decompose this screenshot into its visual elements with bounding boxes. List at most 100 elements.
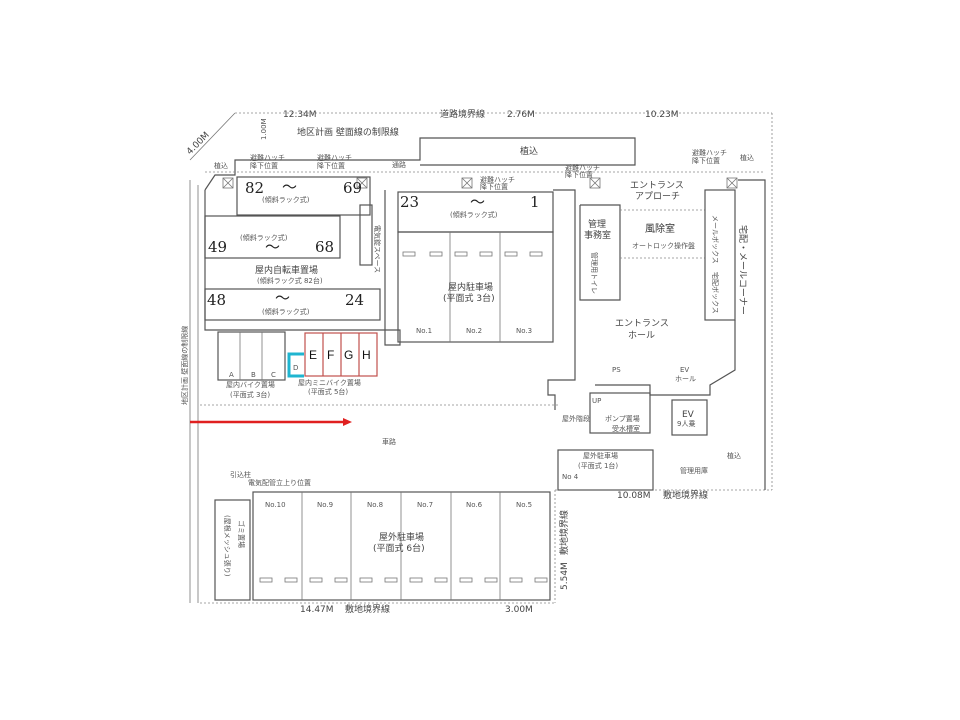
mini-parking-sub: (平面式 5台) — [308, 387, 348, 396]
mini-slot-label: F — [327, 348, 334, 362]
wheel-stops — [259, 251, 548, 583]
passage-label: 通路 — [392, 160, 406, 169]
parking-space-no4: No 4 — [562, 473, 579, 481]
dim-3-00: 3.00M — [505, 605, 533, 615]
dim-4-00: 4.00M — [185, 130, 212, 157]
parking-space-label: No.8 — [367, 501, 383, 509]
dim-5-54: 5.54M — [560, 562, 570, 590]
stairs-up-label: UP — [592, 397, 601, 405]
hatch-label: 避難ハッチ — [692, 148, 727, 157]
mini-slot-d: D — [293, 364, 298, 372]
hall-label: エントランス — [615, 318, 669, 329]
ev-label: EV — [682, 410, 695, 420]
office-label: 管理 — [588, 218, 606, 230]
road-boundary-label: 道路境界線 — [440, 108, 485, 120]
parking-space-label: No.3 — [516, 327, 532, 335]
hatch-label: 避難ハッチ — [317, 153, 352, 162]
hatch-label-2: 降下位置 — [250, 161, 278, 170]
slot-d-bracket — [287, 352, 304, 378]
parking-space-label: No.9 — [317, 501, 333, 509]
pole-label: 引込柱 — [230, 470, 251, 479]
ev-hall-label-2: ホール — [675, 375, 696, 383]
right-site-boundary: 敷地境界線 — [663, 489, 708, 501]
dim-14-47: 14.47M — [300, 605, 334, 615]
indoor-parking-title: 屋内駐車場 — [448, 281, 493, 293]
arrow-head-icon — [343, 418, 352, 426]
rack-number: 49 — [208, 238, 227, 256]
rack-number: 1 — [530, 193, 540, 211]
parking-space-label: No.5 — [516, 501, 532, 509]
mailbox-label: メールボックス — [711, 215, 719, 264]
dim-10-23: 10.23M — [645, 110, 679, 120]
rack-tilde: 〜 — [265, 238, 280, 256]
parking-space-label: No.2 — [466, 327, 482, 335]
outdoor-stairs-label: 屋外階段 — [562, 414, 590, 423]
mini-slot-label: E — [309, 348, 317, 362]
rack-type: (傾斜ラック式) — [262, 195, 310, 204]
ps-label: PS — [612, 366, 621, 374]
dim-10-08: 10.08M — [617, 491, 651, 501]
rack-number: 68 — [315, 238, 334, 256]
rack-tilde: 〜 — [282, 178, 297, 196]
rack-type: (傾斜ラック式) — [240, 233, 288, 242]
hatch-label: 避難ハッチ — [565, 163, 600, 172]
dim-12-34: 12.34M — [283, 110, 317, 120]
autolock-label: オートロック操作盤 — [632, 241, 695, 250]
hatch-label-2: 降下位置 — [480, 182, 508, 191]
vertical-site-boundary: 敷地境界線 — [558, 510, 570, 555]
indoor-parking-sub: (平面式 3台) — [443, 292, 495, 304]
bike-slot-label: B — [251, 371, 256, 379]
left-setback-line: 地区計画 壁面線の制限線 — [180, 326, 189, 405]
delivery-box-label: 宅配ボックス — [711, 272, 720, 314]
moto-parking-sub: (平面式 3台) — [230, 390, 270, 399]
rack-number: 69 — [343, 179, 362, 197]
outdoor-parking-lot — [214, 491, 551, 601]
bike-parking-title: 屋内自転車置場 — [255, 264, 318, 276]
driveway-label: 車路 — [382, 437, 396, 446]
bike-slot-label: A — [229, 371, 234, 379]
approach-label-2: アプローチ — [635, 191, 680, 202]
tank-room-label: 受水槽室 — [612, 424, 640, 433]
setback-line-label: 地区計画 壁面線の制限線 — [297, 126, 399, 138]
dim-2-76: 2.76M — [507, 110, 535, 120]
mini-parking-title: 屋内ミニバイク置場 — [298, 378, 361, 387]
planting-left: 植込 — [214, 161, 228, 170]
rack-number: 23 — [400, 193, 419, 211]
garbage-label: ゴミ置場 — [237, 520, 246, 548]
rack-number: 24 — [345, 291, 364, 309]
bike-slot-label: C — [271, 371, 276, 379]
electric-lock-space: 電気錠スペース — [373, 225, 382, 273]
parking-space-label: No.7 — [417, 501, 433, 509]
parking-space-label: No.1 — [416, 327, 432, 335]
hall-label-2: ホール — [628, 330, 655, 341]
ev-hall-label: EV — [680, 366, 689, 374]
bottom-site-boundary: 敷地境界線 — [345, 603, 390, 615]
planting-label: 植込 — [727, 451, 741, 460]
pipe-label: 電気配管立上り位置 — [248, 478, 311, 487]
rack-type: (傾斜ラック式) — [262, 307, 310, 316]
rack-number: 48 — [207, 291, 226, 309]
hatch-label-2: 降下位置 — [565, 170, 593, 179]
approach-label: エントランス — [630, 180, 684, 191]
evacuation-hatch-icons — [222, 177, 738, 189]
hatch-label: 避難ハッチ — [480, 175, 515, 184]
rack-tilde: 〜 — [470, 193, 485, 211]
hatch-label: 避難ハッチ — [250, 153, 285, 162]
outdoor-parking-1-sub: (平面式 1台) — [578, 461, 618, 470]
outdoor-parking-title: 屋外駐車場 — [379, 531, 424, 543]
mini-slot-label: H — [362, 348, 371, 362]
moto-parking-title: 屋内バイク置場 — [226, 380, 275, 389]
rack-tilde: 〜 — [275, 289, 290, 307]
mini-slot-label: G — [344, 348, 353, 362]
mini-bike-slots — [304, 332, 378, 377]
ev-capacity: 9人乗 — [677, 419, 695, 428]
hatch-label-2: 降下位置 — [692, 156, 720, 165]
hatch-label-2: 降下位置 — [317, 161, 345, 170]
bike-parking-sub: (傾斜ラック式 82台) — [257, 276, 323, 285]
dim-1-00: 1.00M — [260, 118, 268, 140]
office-label-2: 事務室 — [584, 229, 611, 241]
toilet-label: 管理用トイレ — [590, 252, 599, 294]
planting-top: 植込 — [520, 145, 538, 157]
planting-right: 植込 — [740, 153, 754, 162]
